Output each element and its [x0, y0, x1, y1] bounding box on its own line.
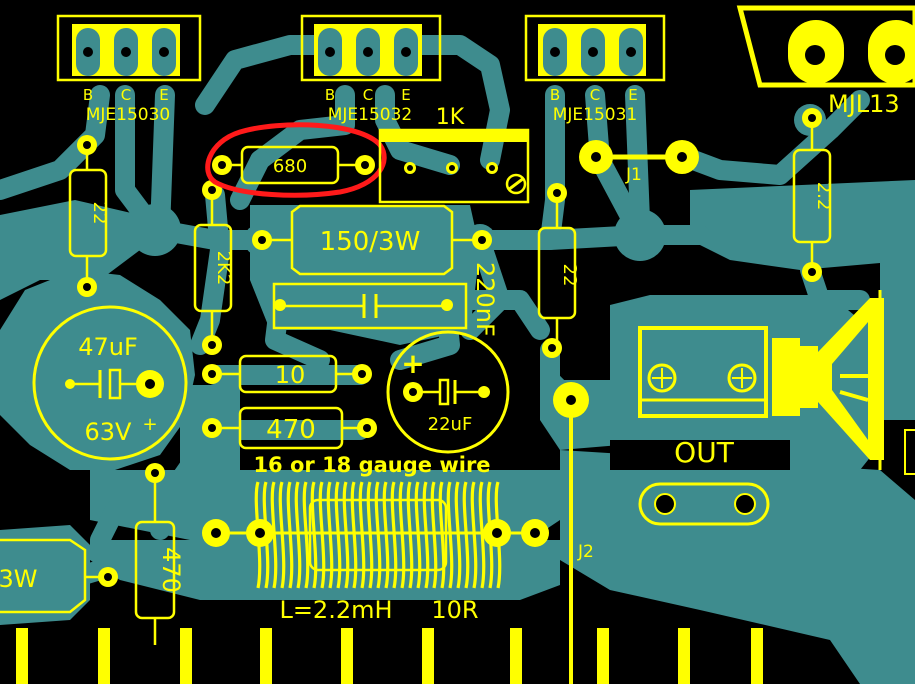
resistor-value-label: 2K2 [213, 251, 234, 286]
capacitor-47uf[interactable]: 47uF 63V + [32, 305, 188, 461]
transistor-pads [76, 28, 176, 76]
terminal-screw-icon [647, 363, 677, 393]
resistor-680[interactable]: 680 [212, 145, 375, 185]
trimpot-top-bar [380, 130, 528, 142]
resistor-150-3w[interactable]: 150/3W [252, 204, 492, 276]
capacitor-value-label: 47uF [78, 333, 138, 361]
resistor-body [290, 204, 454, 276]
transistor-pads [543, 28, 643, 76]
transistor-outline [56, 14, 202, 82]
resistor-value-label: 22 [89, 202, 110, 225]
transistor-outline [524, 14, 666, 82]
resistor-body [238, 354, 338, 394]
resistor-22-mid[interactable]: 22 [537, 183, 580, 358]
resistor-body [193, 223, 233, 313]
speaker-icon [772, 290, 884, 470]
board-gap [610, 440, 790, 470]
inductor-resistor-label: 10R [431, 596, 478, 624]
trimpot-value-label: 1K [436, 105, 465, 130]
resistor-body [792, 148, 832, 244]
polarity-plus-label: + [142, 414, 157, 435]
resistor-value-label: 150/3W [320, 227, 421, 257]
pin-label-b: B [550, 86, 560, 104]
resistor-body [68, 168, 108, 258]
resistor-value-label: 2.2 [813, 182, 834, 211]
resistor-value-label: 3W [0, 565, 38, 593]
resistor-10[interactable]: 10 [202, 354, 372, 394]
capacitor-voltage-label: 63V [85, 418, 133, 446]
resistor-value-label: 10 [275, 361, 306, 389]
inductance-label: L=2.2mH [279, 596, 392, 624]
resistor-body [240, 145, 340, 185]
terminal-outline [638, 326, 768, 418]
right-edge-part [904, 429, 915, 475]
power-transistor[interactable]: MJL13 [736, 5, 915, 118]
capacitor-outline [386, 330, 510, 454]
resistor-470-vertical[interactable]: 470 [134, 463, 185, 645]
resistor-value-label: 680 [273, 156, 307, 177]
resistor-body [134, 520, 176, 620]
resistor-value-label: 470 [157, 547, 185, 593]
red-highlight-circle [205, 122, 387, 198]
wire-gauge-note: 16 or 18 gauge wire [253, 453, 490, 477]
terminal-screw-icon [727, 363, 757, 393]
pin-label-c: C [590, 86, 600, 104]
inductor-coil[interactable]: 16 or 18 gauge wire L=2.2mH 10R [202, 453, 549, 624]
jumper-label: J1 [625, 165, 642, 185]
output-label: OUT [674, 436, 735, 469]
resistor-value-label: 22 [559, 264, 580, 287]
pin-label-c: C [363, 86, 373, 104]
jumper-j2[interactable]: J2 [553, 382, 594, 684]
pin-label-e: E [628, 86, 637, 104]
jumper-label: J2 [577, 542, 594, 562]
jumper-j1[interactable]: J1 [579, 140, 699, 185]
power-transistor-outline [736, 5, 915, 88]
slot-pad [638, 482, 770, 526]
resistor-body [537, 226, 577, 320]
transistor-q2[interactable]: B C E MJE15032 [300, 14, 442, 125]
pin-label-e: E [159, 86, 168, 104]
transistor-part-label: MJE15030 [86, 105, 171, 125]
transistor-part-label: MJL13 [828, 90, 900, 118]
bottom-edge-pins [16, 628, 763, 684]
capacitor-220nf[interactable]: 220nF [272, 262, 499, 337]
capacitor-value-label: 220nF [471, 262, 499, 337]
resistor-2-2[interactable]: 2.2 [792, 108, 834, 282]
transistor-part-label: MJE15031 [553, 105, 638, 125]
capacitor-22uf[interactable]: + 22uF [386, 330, 510, 454]
resistor-22-left[interactable]: 22 [68, 135, 110, 297]
trimpot-adjust-icon [505, 173, 527, 195]
trimpot-1k[interactable]: 1K [378, 105, 530, 204]
transistor-outline [300, 14, 442, 82]
polarity-plus-label: + [401, 347, 424, 380]
transistor-part-label: MJE15032 [328, 105, 413, 125]
capacitor-outline [32, 305, 188, 461]
pin-label-e: E [401, 86, 410, 104]
pin-label-b: B [325, 86, 335, 104]
transistor-q3[interactable]: B C E MJE15031 [524, 14, 666, 125]
capacitor-value-label: 22uF [428, 414, 473, 435]
resistor-body [0, 538, 87, 614]
transistor-q1[interactable]: B C E MJE15030 [56, 14, 202, 125]
pin-label-b: B [83, 86, 93, 104]
resistor-3w-edge[interactable]: 3W [0, 538, 118, 614]
transistor-pads [318, 28, 418, 76]
output-terminal[interactable]: OUT [638, 326, 768, 469]
resistor-value-label: 470 [266, 415, 316, 445]
capacitor-outline [272, 282, 468, 330]
resistor-body [238, 406, 344, 450]
pin-label-c: C [121, 86, 131, 104]
resistor-470-horizontal[interactable]: 470 [202, 406, 377, 450]
